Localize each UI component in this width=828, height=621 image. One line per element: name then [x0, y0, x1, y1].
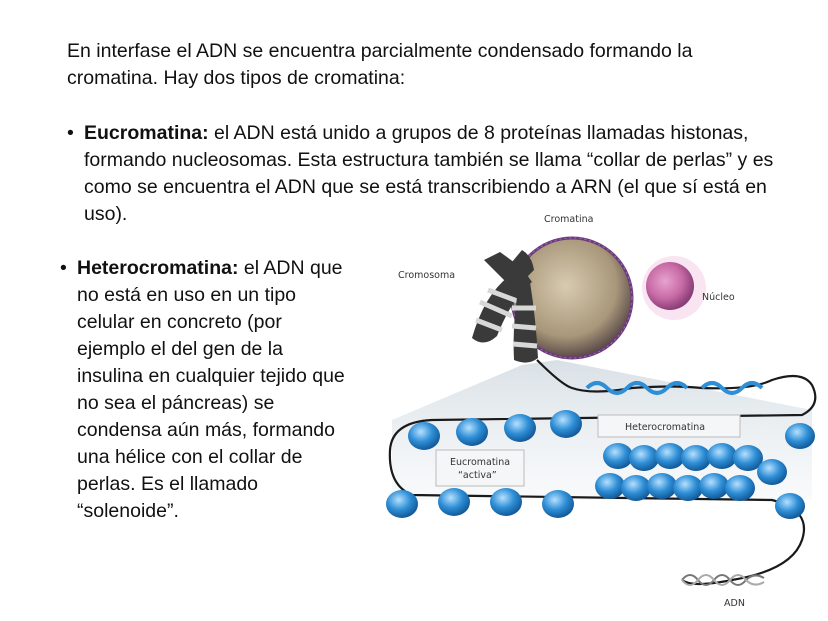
bullet-term: Heterocromatina: [77, 257, 239, 279]
label-cromosoma: Cromosoma [398, 270, 455, 281]
eucromatina-box [435, 449, 525, 487]
nucleosome-beads [386, 410, 815, 519]
label-cromatina: Cromatina [544, 214, 593, 225]
bullet-text: el ADN que no está en uso en un tipo cel… [77, 257, 345, 522]
nucleus-illustration [642, 256, 706, 320]
label-eucromatina-activa: “activa” [458, 470, 497, 481]
label-adn: ADN [724, 598, 745, 609]
label-nucleo: Núcleo [702, 292, 735, 303]
chromosome-illustration [472, 250, 538, 363]
chromatin-figure: Cromatina Cromosoma Núcleo Heterocromati… [386, 214, 817, 609]
bullet-dot: • [67, 122, 74, 144]
bullet-term: Eucromatina: [84, 122, 209, 144]
label-eucromatina: Eucromatina [450, 457, 510, 468]
bullet-dot: • [60, 257, 67, 279]
bullet-eucromatina: • Eucromatina: el ADN está unido a grupo… [67, 120, 784, 228]
dna-thread [388, 359, 817, 586]
heterocromatina-box [597, 414, 741, 438]
bullet-heterocromatina: • Heterocromatina: el ADN que no está en… [60, 255, 352, 525]
intro-paragraph: En interfase el ADN se encuentra parcial… [67, 40, 693, 89]
label-heterocromatina: Heterocromatina [625, 422, 705, 433]
bullet-text: el ADN está unido a grupos de 8 proteína… [84, 122, 774, 225]
dna-double-helix [681, 574, 765, 586]
solenoid-coil [585, 381, 764, 395]
